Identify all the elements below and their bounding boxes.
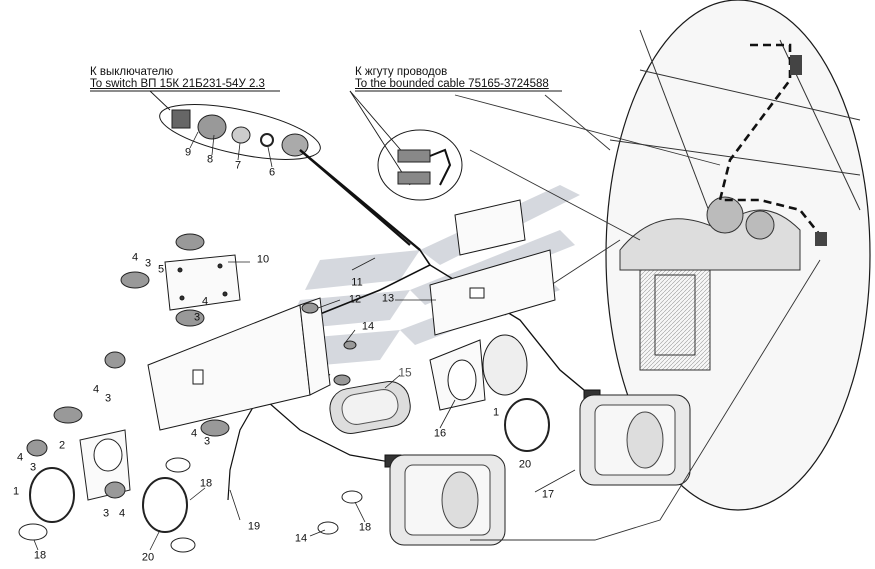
part-number-14-a: 14 [361,320,375,333]
part-number-18-b: 18 [33,549,47,562]
number-leaders [33,131,576,551]
part-number-3-b: 3 [193,311,201,324]
part-number-2: 2 [58,439,66,452]
part-number-18-a: 18 [199,477,213,490]
part-number-1-left: 1 [12,485,20,498]
headlamp-unit-17 [389,259,821,546]
part-number-10: 10 [256,253,270,266]
main-bracket [147,297,331,431]
marker-lamp-15 [329,381,411,434]
part-number-4-f: 4 [118,507,126,520]
part-number-3-e: 3 [29,461,37,474]
part-number-17: 17 [541,488,555,501]
harness-caption-en: To the bounded cable 75165-3724588 [355,78,549,90]
part-number-20-a: 20 [141,551,155,564]
part-number-8: 8 [206,153,214,166]
plate-13 [429,199,556,336]
part-number-14-b: 14 [294,532,308,545]
switch-caption-en: To switch ВП 15К 21Б231-54У 2.3 [90,78,265,90]
part-number-4-d: 4 [190,427,198,440]
part-number-19: 19 [247,520,261,533]
part-number-3-a: 3 [144,257,152,270]
caption-leaders [90,90,562,186]
harness-connector [377,129,463,201]
fasteners [26,233,363,535]
switch-caption-ru: К выключателю [90,66,174,78]
part-number-5: 5 [157,263,165,276]
part-number-18-c: 18 [358,521,372,534]
part-number-3-d: 3 [203,435,211,448]
part-number-13: 13 [381,292,395,305]
part-number-7: 7 [234,159,242,172]
part-number-4-a: 4 [131,251,139,264]
part-number-9: 9 [184,146,192,159]
lamp-20-right [504,398,550,452]
part-number-3-f: 3 [102,507,110,520]
inset-detail-view [605,0,871,511]
lamp-housing-16 [429,334,528,411]
part-number-6: 6 [268,166,276,179]
part-number-1-top: 1 [492,406,500,419]
part-number-11: 11 [351,276,363,289]
part-number-3-c: 3 [104,392,112,405]
part-number-20-b: 20 [518,458,532,471]
bracket-plate-10 [164,254,241,311]
part-number-4-b: 4 [201,295,209,308]
part-number-4-e: 4 [16,451,24,464]
part-number-15: 15 [398,365,412,380]
harness-caption-ru: К жгуту проводов [355,66,448,78]
switch-assembly [159,104,421,251]
part-number-12: 12 [348,293,362,306]
part-number-16: 16 [433,427,447,440]
part-number-4-c: 4 [92,383,100,396]
